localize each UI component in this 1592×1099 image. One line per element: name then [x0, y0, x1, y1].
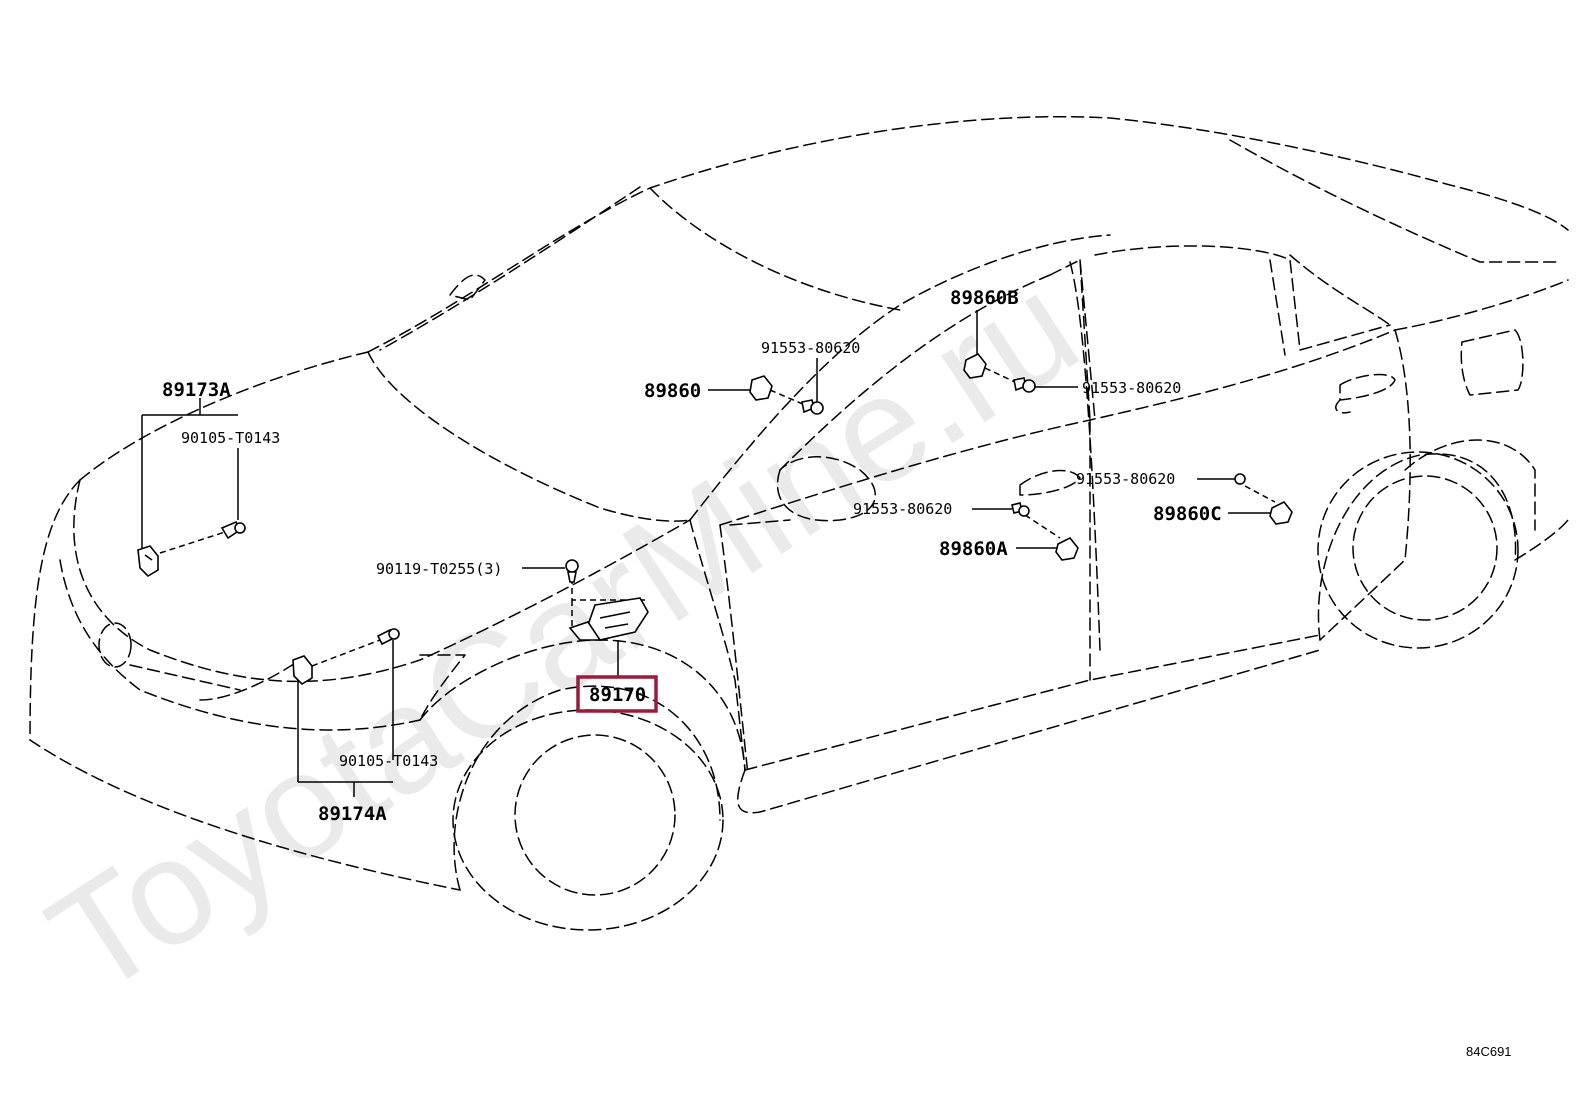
bolt-90105-bottom [376, 628, 400, 646]
label-91553-80620-right[interactable]: 91553-80620 [1082, 379, 1181, 397]
group-89860B [963, 310, 1078, 393]
sensor-89860C-part [1269, 500, 1293, 525]
group-89170 [522, 559, 649, 678]
label-91553-80620-door-left[interactable]: 91553-80620 [853, 500, 952, 518]
group-89174A [292, 628, 400, 797]
label-90105-T0143-top[interactable]: 90105-T0143 [181, 429, 280, 447]
label-89170[interactable]: 89170 [589, 684, 646, 706]
car-outline [29, 115, 1569, 931]
label-89174A[interactable]: 89174A [318, 803, 387, 825]
group-89860 [708, 358, 824, 415]
bolt-90105-top [220, 520, 246, 540]
sensor-89174A-part [292, 655, 313, 686]
label-90119-T0255[interactable]: 90119-T0255(3) [376, 560, 502, 578]
bolt-91553-right [1013, 377, 1036, 393]
label-89173A[interactable]: 89173A [162, 379, 231, 401]
label-89860[interactable]: 89860 [644, 380, 701, 402]
sensor-89860A-part [1055, 536, 1079, 561]
label-89860C[interactable]: 89860C [1153, 503, 1222, 525]
label-90105-T0143-bottom[interactable]: 90105-T0143 [339, 752, 438, 770]
ecu-89170-part [568, 597, 649, 641]
group-89860C [1197, 473, 1293, 525]
bolt-91553-door-right [1234, 473, 1246, 485]
label-91553-80620-top[interactable]: 91553-80620 [761, 339, 860, 357]
diagram-code: 84C691 [1466, 1044, 1512, 1059]
highlight-box [576, 675, 658, 713]
group-89860A [972, 502, 1079, 561]
bolt-90119-part [565, 559, 579, 583]
label-91553-80620-door-right[interactable]: 91553-80620 [1076, 470, 1175, 488]
label-89860A[interactable]: 89860A [939, 538, 1008, 560]
sensor-89173A-part [137, 545, 159, 578]
bolt-91553-door-left [1011, 502, 1030, 517]
bolt-91553-top [801, 399, 824, 415]
group-89173A [137, 398, 246, 578]
label-89860B[interactable]: 89860B [950, 287, 1019, 309]
sensor-89860B-part [963, 352, 987, 379]
sensor-89860-part [749, 375, 773, 401]
watermark: ToyotaCarMine.ru [21, 241, 1105, 1027]
